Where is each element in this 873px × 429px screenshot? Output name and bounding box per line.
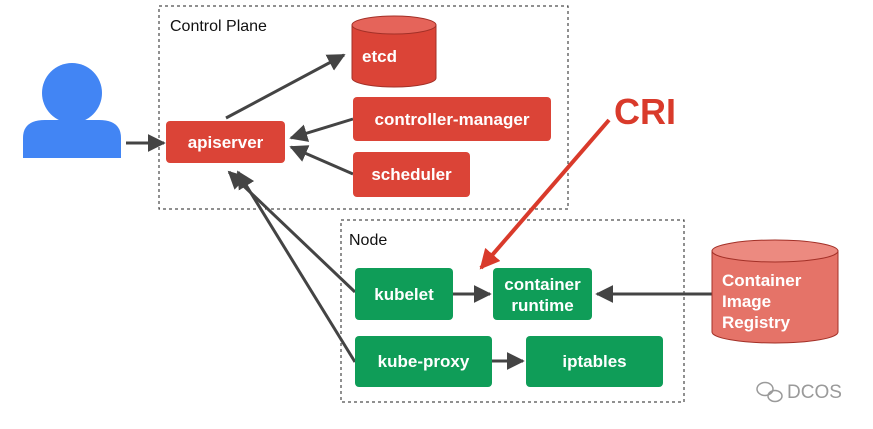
registry-label-line2: Image <box>722 292 771 311</box>
container-runtime-label-line1: container <box>504 275 581 294</box>
iptables-box: iptables <box>526 336 663 387</box>
node-region: Node <box>340 219 685 403</box>
arrow-scheduler-to-apiserver <box>289 145 354 176</box>
watermark-text: DCOS <box>787 382 842 403</box>
node-label: Node <box>349 232 387 249</box>
etcd-label: etcd <box>362 47 397 66</box>
scheduler-box: scheduler <box>353 152 470 197</box>
apiserver-box: apiserver <box>166 121 285 163</box>
apiserver-label: apiserver <box>188 133 264 152</box>
arrow-controller-to-apiserver <box>289 117 354 142</box>
kubelet-box: kubelet <box>355 268 453 320</box>
watermark: DCOS <box>756 381 842 403</box>
cri-arrow <box>479 118 611 270</box>
container-runtime-box: container runtime <box>493 268 592 320</box>
arrow-kubeproxy-to-apiserver <box>236 170 357 363</box>
control-plane-label: Control Plane <box>170 18 267 35</box>
container-runtime-label-line2: runtime <box>511 296 573 315</box>
arrow-apiserver-to-etcd <box>225 53 346 120</box>
etcd-cylinder: etcd <box>351 15 437 88</box>
registry-cylinder: Container Image Registry <box>711 239 839 344</box>
registry-label-line1: Container <box>722 271 802 290</box>
cri-label: CRI <box>614 91 676 132</box>
wechat-icon <box>756 381 783 403</box>
controller-manager-box: controller-manager <box>353 97 551 141</box>
iptables-label: iptables <box>562 352 626 371</box>
connector-arrows <box>126 53 712 370</box>
controller-manager-label: controller-manager <box>375 110 530 129</box>
scheduler-label: scheduler <box>371 165 452 184</box>
kubelet-label: kubelet <box>374 285 434 304</box>
user-icon <box>23 63 121 158</box>
kube-proxy-box: kube-proxy <box>355 336 492 387</box>
registry-label-line3: Registry <box>722 313 791 332</box>
control-plane-region: Control Plane <box>158 5 569 210</box>
kube-proxy-label: kube-proxy <box>378 352 470 371</box>
